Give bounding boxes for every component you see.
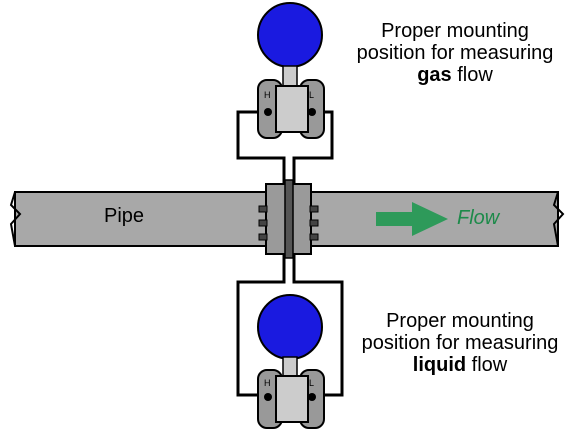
low-port-label-liquid: L (309, 378, 314, 388)
caption-liquid-line3: liquid flow (338, 354, 582, 376)
impulse-lines-liquid (236, 254, 344, 397)
caption-gas-line2: position for measuring (356, 42, 554, 64)
caption-liquid-line1: Proper mounting (386, 310, 534, 332)
pipe-label: Pipe (104, 205, 145, 227)
transmitter-liquid: H L (257, 294, 325, 429)
caption-gas-bold: gas (417, 64, 452, 86)
flow-label: Flow (457, 207, 500, 229)
orifice-flange (258, 179, 319, 259)
caption-liquid-rest: flow (466, 354, 508, 376)
transmitter-gas: H L (257, 2, 325, 139)
flange-bolts (258, 205, 319, 241)
caption-gas-line1: Proper mounting (381, 20, 529, 42)
pipe-break-left (9, 191, 22, 247)
gauge-head-gas (257, 2, 323, 68)
low-port-label-gas: L (309, 90, 314, 100)
gauge-head-liquid (257, 294, 323, 360)
caption-liquid: Proper mounting position for measuring l… (338, 310, 582, 376)
caption-gas: Proper mounting position for measuring g… (330, 20, 580, 86)
caption-gas-line3: gas flow (330, 64, 580, 86)
high-port-label-gas: H (264, 90, 271, 100)
caption-liquid-bold: liquid (412, 354, 467, 376)
pipe-break-right (552, 191, 565, 247)
caption-liquid-line2: position for measuring (361, 332, 559, 354)
caption-gas-rest: flow (451, 64, 493, 86)
flow-arrow-icon (376, 202, 448, 236)
high-port-label-liquid: H (264, 378, 271, 388)
